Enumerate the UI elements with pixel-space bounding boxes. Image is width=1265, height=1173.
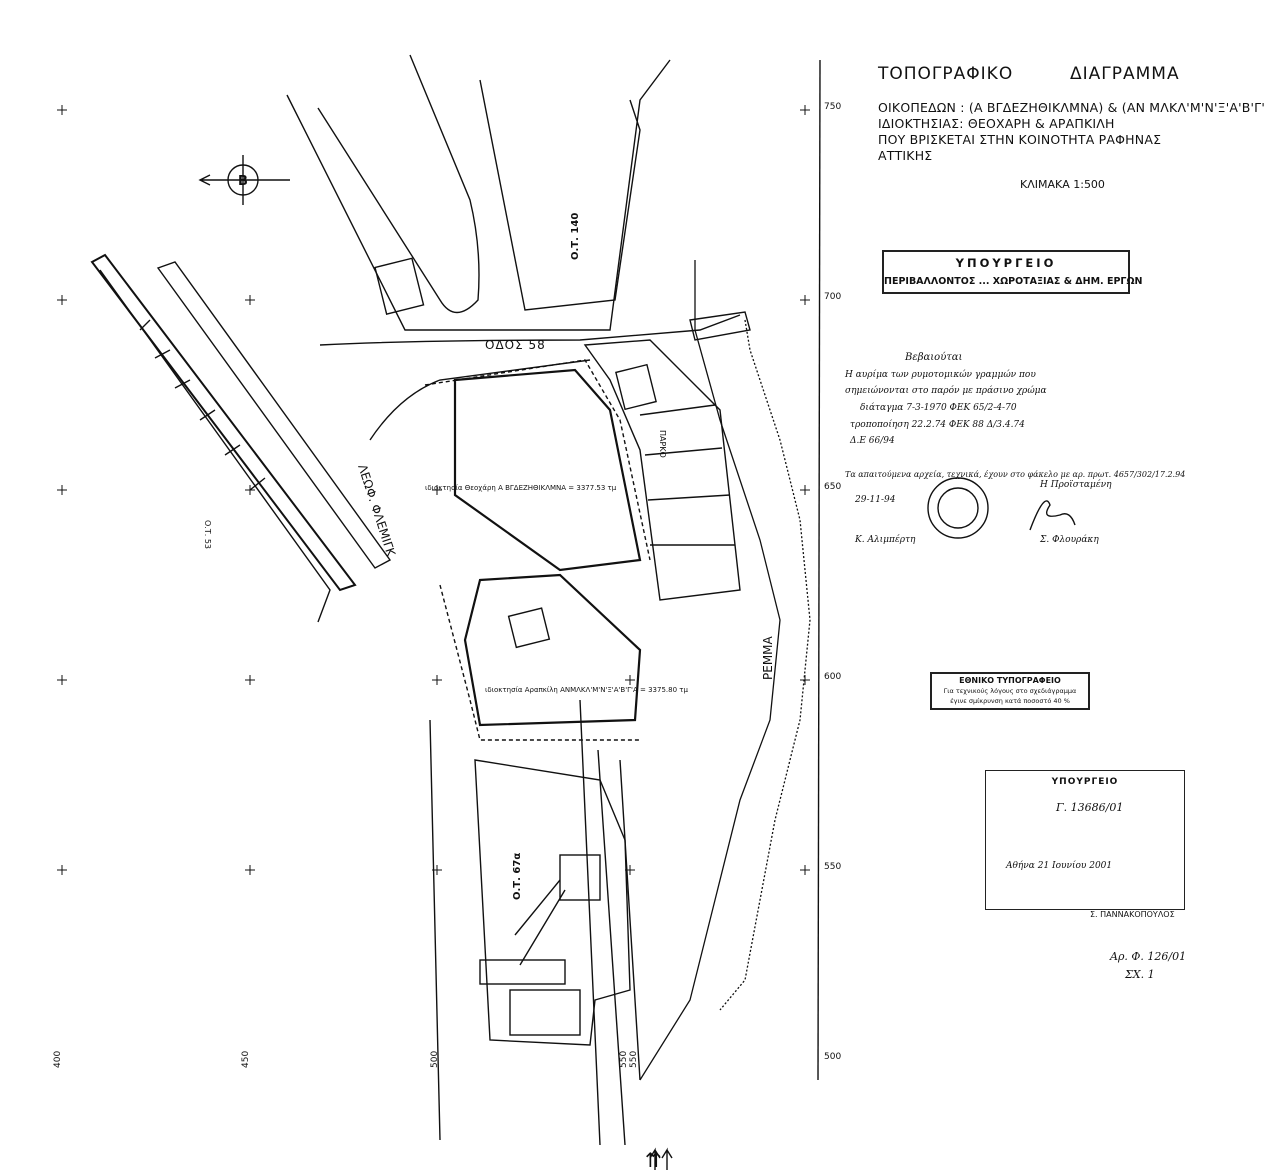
block-ot140-inner [479,79,641,311]
label-ot140: Ο.Τ. 140 [570,213,581,260]
ministry-stamp-2-title: ΥΠΟΥΡΓΕΙΟ [1051,777,1119,787]
park-area [583,339,741,601]
hand-line-2: σημειώνονται στο παρόν με πράσινο χρώμα [845,386,1047,396]
label-leoforos-fleming: ΛΕΩΦ. ΦΛΕΜΙΓΚ [355,463,398,559]
building-ot67a-2 [509,989,581,1036]
label-ot53: Ο.Τ. 53 [203,520,212,549]
title-location: ΠΟΥ ΒΡΙΣΚΕΤΑΙ ΣΤΗΝ ΚΟΙΝΟΤΗΤΑ ΡΑΦΗΝΑΣ [878,132,1162,147]
grid-label-bottom-450: 450 [241,1051,251,1068]
title-region: ΑΤΤΙΚΗΣ [878,148,933,163]
grid-label-bottom-500: 500 [430,1051,440,1068]
building-ot140 [374,257,425,315]
road-boundary-south [369,359,591,441]
stream-bank-right [719,319,811,1011]
scale-label: ΚΛΙΜΑΚΑ 1:500 [1020,178,1105,191]
block-ot140-road-curve [317,54,480,314]
building-park [615,363,657,411]
grid-label-600: 600 [824,672,841,682]
round-seal [927,477,989,539]
title-ownership: ΙΔΙΟΚΤΗΣΙΑΣ: ΘΕΟΧΑΡΗ & ΑΡΑΠΚΙΛΗ [878,116,1115,131]
strip-ot53 [90,253,357,592]
national-printing-title: ΕΘΝΙΚΟ ΤΥΠΟΓΡΑΦΕΙΟ [959,676,1061,685]
ministry-stamp-1-sub: ΠΕΡΙΒΑΛΛΟΝΤΟΣ ... ΧΩΡΟΤΑΞΙΑΣ & ΔΗΜ. ΕΡΓΩ… [884,276,1143,287]
label-odos58: ΟΔΟΣ 58 [485,338,546,352]
plot-theoxari [453,368,642,572]
building-arapkili [507,607,551,649]
building-ot67a-1 [559,854,601,901]
block-ot140-line [286,59,671,331]
hand-line-6: Τα απαιτούμενα αρχεία, τεχνικά, έχουν στ… [845,470,1186,479]
title-plots: ΟΙΚΟΠΕΔΩΝ : (Α ΒΓΔΕΖΗΘΙΚΛΜΝΑ) & (ΑΝ ΜΛΚΛ… [878,100,1265,115]
title-topografiko: ΤΟΠΟΓΡΑΦΙΚΟ [878,64,1014,84]
national-printing-line-1: Για τεχνικούς λόγους στο σχεδιάγραμμα [943,687,1077,695]
ar-f-note: Αρ. Φ. 126/01 [1110,950,1187,963]
grid-label-500: 500 [824,1052,841,1062]
hand-sign-2: Σ. Φλουράκη [1040,535,1099,545]
north-arrow [198,155,290,205]
label-plot-arapkili: ιδιοκτησία Αραπκίλη ΑΝΜΛΚΛ'Μ'Ν'Ξ'Α'Β'Γ'Α… [485,686,688,694]
grid-label-550: 550 [824,862,841,872]
ministry-stamp-2-sign: Σ. ΠΑΝΝΑΚΟΠΟΥΛΟΣ [1090,910,1175,919]
building-ot67a-3 [479,959,566,985]
ministry-stamp-1-title: ΥΠΟΥΡΓΕΙΟ [955,256,1057,270]
hand-date: 29-11-94 [855,495,896,505]
ministry-stamp-2-date: Αθήνα 21 Ιουνίου 2001 [1006,861,1113,871]
road-boundary [319,314,741,346]
title-diagramma: ΔΙΑΓΡΑΜΜΑ [1070,64,1180,84]
ministry-stamp-1: ΥΠΟΥΡΓΕΙΟ ΠΕΡΙΒΑΛΛΟΝΤΟΣ ... ΧΩΡΟΤΑΞΙΑΣ &… [882,250,1143,294]
grid-axis-right [817,59,821,1081]
stream-bank-left [639,260,781,1081]
ministry-stamp-2-ref: Γ. 13686/01 [1056,801,1124,814]
block-ot67a [474,759,631,1046]
hand-verify: Βεβαιούται [905,352,963,363]
national-printing-stamp: ΕΘΝΙΚΟ ΤΥΠΟΓΡΑΦΕΙΟ Για τεχνικούς λόγους … [930,672,1090,710]
ministry-stamp-2: ΥΠΟΥΡΓΕΙΟ Γ. 13686/01 Αθήνα 21 Ιουνίου 2… [985,770,1185,910]
plot-arapkili-outer [439,584,640,741]
national-printing-line-2: έγινε σμίκρυνση κατά ποσοστό 40 % [950,697,1070,705]
signature [1029,500,1076,531]
hand-line-5: Δ.Ε 66/94 [850,436,895,446]
grid-label-bottom-400: 400 [53,1051,63,1068]
strip-ot53-inner [156,261,392,569]
strip-ot53-edge [99,269,331,623]
grid-label-bottom-550a: 550 [619,1051,629,1068]
plot-arapkili [463,573,642,727]
grid-label-650: 650 [824,482,841,492]
hand-line-4: τροποποίηση 22.2.74 ΦΕΚ 88 Δ/3.4.74 [850,420,1025,430]
hand-line-1: Η αυρίμα των ρυμοτομικών γραμμών που [845,370,1036,380]
sx-note: ΣΧ. 1 [1125,968,1155,981]
label-ot67a: Ο.Τ. 67α [512,853,523,900]
hand-line-3: διάταγμα 7-3-1970 ΦΕΚ 65/2-4-70 [860,403,1017,413]
label-parko: ΠΑΡΚΟ [658,430,667,458]
plot-theoxari-outer [424,359,651,561]
hand-head: Η Προϊσταμένη [1040,480,1112,490]
arrows-icon: ⇈ [645,1148,662,1172]
grid-label-750: 750 [824,102,841,112]
north-letter: B [238,174,248,189]
label-remma: ΡΕΜΜΑ [761,635,775,680]
hand-sign-1: Κ. Αλιμπέρτη [855,535,916,545]
grid-label-700: 700 [824,292,841,302]
grid-label-bottom-550b: 550 [629,1051,639,1068]
label-plot-theoxari: ιδιοκτησία Θεοχάρη Α ΒΓΔΕΖΗΘΙΚΛΜΝΑ = 337… [425,484,617,492]
